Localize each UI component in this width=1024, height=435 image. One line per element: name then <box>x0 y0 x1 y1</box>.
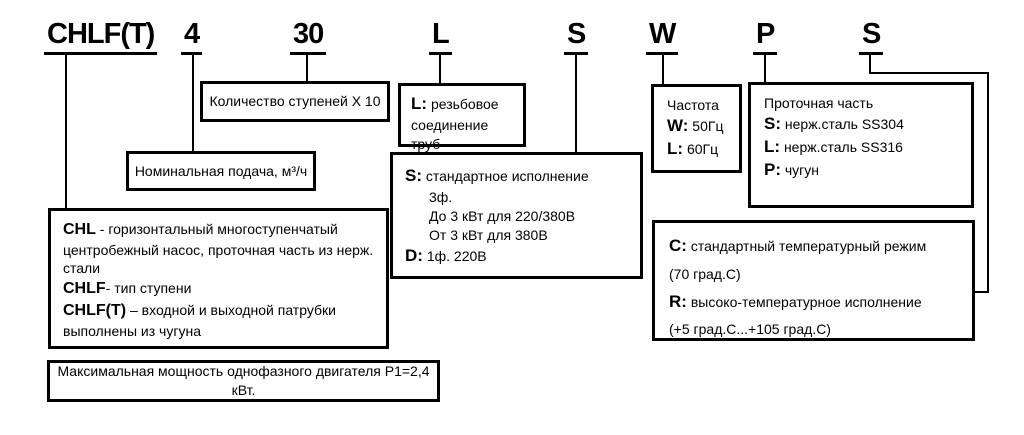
connector-30 <box>306 54 308 81</box>
flow-code-s: S: <box>764 113 781 133</box>
connector-p <box>764 54 766 82</box>
model-code-s2: S <box>859 20 884 55</box>
thread-label-1: резьбовое <box>430 96 499 112</box>
standard-execution-box: S: стандартное исполнение 3ф. До 3 кВт д… <box>390 152 643 279</box>
standard-code-s: S: <box>405 166 422 185</box>
thread-code: L: <box>411 94 428 113</box>
max-power-box: Максимальная мощность однофазного двигат… <box>47 360 440 402</box>
frequency-value-50hz: 50Гц <box>692 117 724 134</box>
pump-type-desc-chlft: – входной и выходной патрубки выполнены … <box>63 301 336 339</box>
frequency-value-60hz: 60Гц <box>686 140 719 157</box>
frequency-code-l: L: <box>667 138 684 158</box>
connector-l <box>439 54 441 83</box>
temperature-box: C: стандартный температурный режим (70 г… <box>652 220 975 341</box>
connector-s1 <box>575 54 577 152</box>
model-code-chlft: CHLF(T) <box>44 20 158 55</box>
standard-subline-upto3kw: До 3 кВт для 220/380В <box>429 207 576 224</box>
temperature-range-r: (+5 град.С...+105 град.С) <box>669 321 831 338</box>
flow-code-p: P: <box>764 159 781 179</box>
pump-type-desc-chl: - горизонтальный многоступенчатый центро… <box>63 221 374 277</box>
connector-chlft <box>65 54 67 208</box>
flow-code-l: L: <box>764 136 781 156</box>
model-code-w: W <box>646 20 679 55</box>
temperature-label-r: высоко-температурное исполнение <box>690 293 922 310</box>
standard-label-d: 1ф. 220В <box>426 247 487 264</box>
pump-type-code-chlf: CHLF <box>63 280 106 298</box>
frequency-title: Частота <box>667 97 719 113</box>
frequency-code-w: W: <box>667 115 689 135</box>
connector-w <box>662 54 664 84</box>
temperature-code-c: C: <box>669 236 687 255</box>
thread-label-2: соединение труб <box>411 116 489 152</box>
flow-material-ss316: нерж.сталь SS316 <box>783 138 903 155</box>
model-code-l: L <box>429 20 452 55</box>
pump-type-desc-chlf: - тип ступени <box>105 280 192 297</box>
flow-material-ss304: нерж.сталь SS304 <box>784 115 904 132</box>
nominal-feed-box: Номинальная подача, м³/ч <box>126 151 316 191</box>
connector-s2-right-side <box>987 72 989 293</box>
model-code-s1: S <box>564 20 589 55</box>
standard-subline-from3kw: От 3 кВт для 380В <box>429 226 548 243</box>
stages-label: Количество ступеней X 10 <box>209 93 381 110</box>
temperature-label-c: стандартный температурный режим <box>690 238 927 254</box>
model-code-p: P <box>753 20 778 55</box>
temperature-range-c: (70 град.С) <box>669 265 741 282</box>
model-code-30: 30 <box>290 20 327 55</box>
flow-material-cast-iron: чугун <box>784 161 820 178</box>
standard-subline-3ph: 3ф. <box>429 188 453 205</box>
standard-code-d: D: <box>405 245 423 265</box>
pump-type-box: CHL - горизонтальный многоступенчатый це… <box>48 208 389 349</box>
standard-label-s: стандартное исполнение <box>425 168 589 184</box>
flow-part-title: Проточная часть <box>764 95 874 111</box>
connector-s2-into-temp-box <box>975 291 989 293</box>
thread-box: L: резьбовое соединение труб <box>398 83 526 152</box>
temperature-code-r: R: <box>669 291 687 311</box>
frequency-box: Частота W: 50Гц L: 60Гц <box>651 84 742 173</box>
stages-box: Количество ступеней X 10 <box>200 81 390 122</box>
max-power-label: Максимальная мощность однофазного двигат… <box>57 363 430 398</box>
connector-s2-down <box>869 54 871 74</box>
pump-type-code-chlft: CHLF(T) <box>63 301 127 319</box>
connector-4 <box>192 54 194 151</box>
pump-type-code-chl: CHL <box>63 221 96 238</box>
connector-s2-across-top <box>869 72 989 74</box>
model-code-4: 4 <box>181 20 203 55</box>
flow-part-box: Проточная часть S: нерж.сталь SS304 L: н… <box>748 82 974 208</box>
nominal-feed-label: Номинальная подача, м³/ч <box>134 162 308 179</box>
